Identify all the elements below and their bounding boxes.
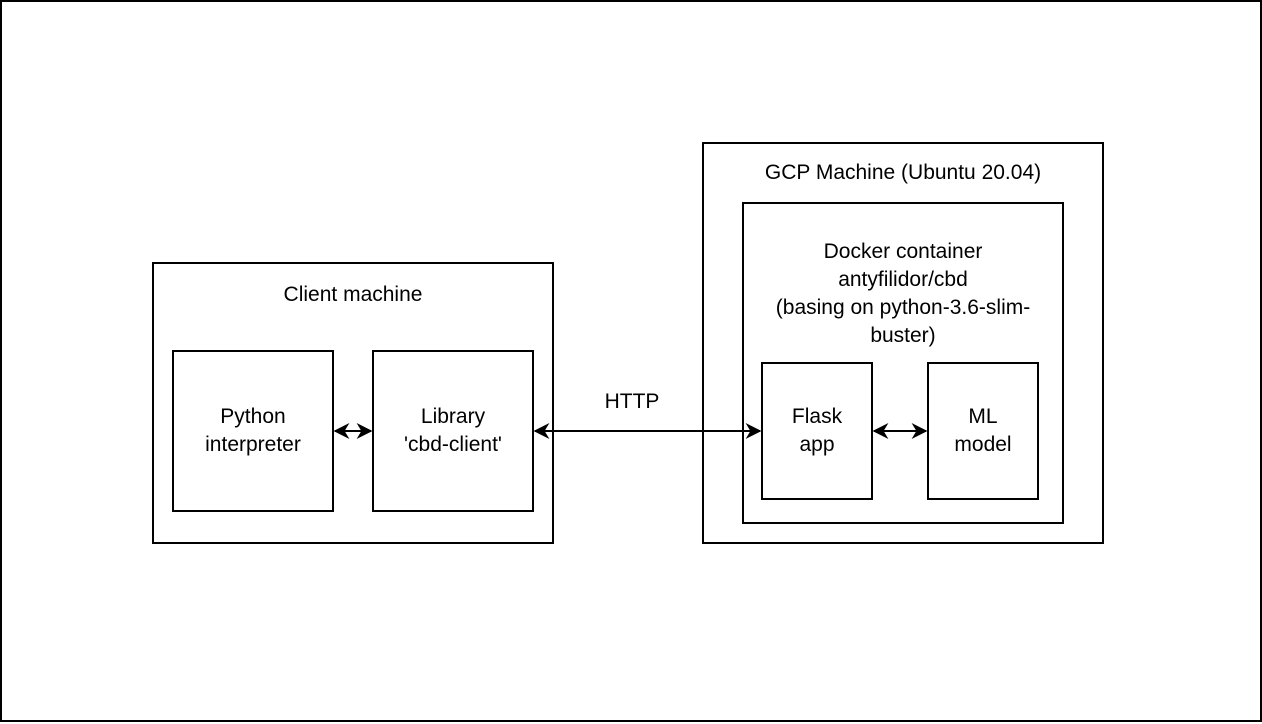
docker-container-title: Docker container antyfilidor/cbd (basing… [775, 240, 1031, 347]
ml-model-label: ML model [954, 405, 1012, 456]
python-interpreter-box: Python interpreter [172, 350, 334, 512]
http-connection-label: HTTP [604, 390, 660, 413]
library-cbd-client-box: Library 'cbd-client' [372, 350, 534, 512]
python-interpreter-label: Python interpreter [205, 405, 301, 456]
library-cbd-client-label: Library 'cbd-client' [404, 405, 502, 456]
flask-app-label: Flask app [791, 405, 843, 456]
client-machine-title: Client machine [283, 283, 423, 306]
gcp-machine-title: GCP Machine (Ubuntu 20.04) [764, 161, 1042, 184]
ml-model-box: ML model [927, 362, 1039, 500]
flask-app-box: Flask app [761, 362, 873, 500]
